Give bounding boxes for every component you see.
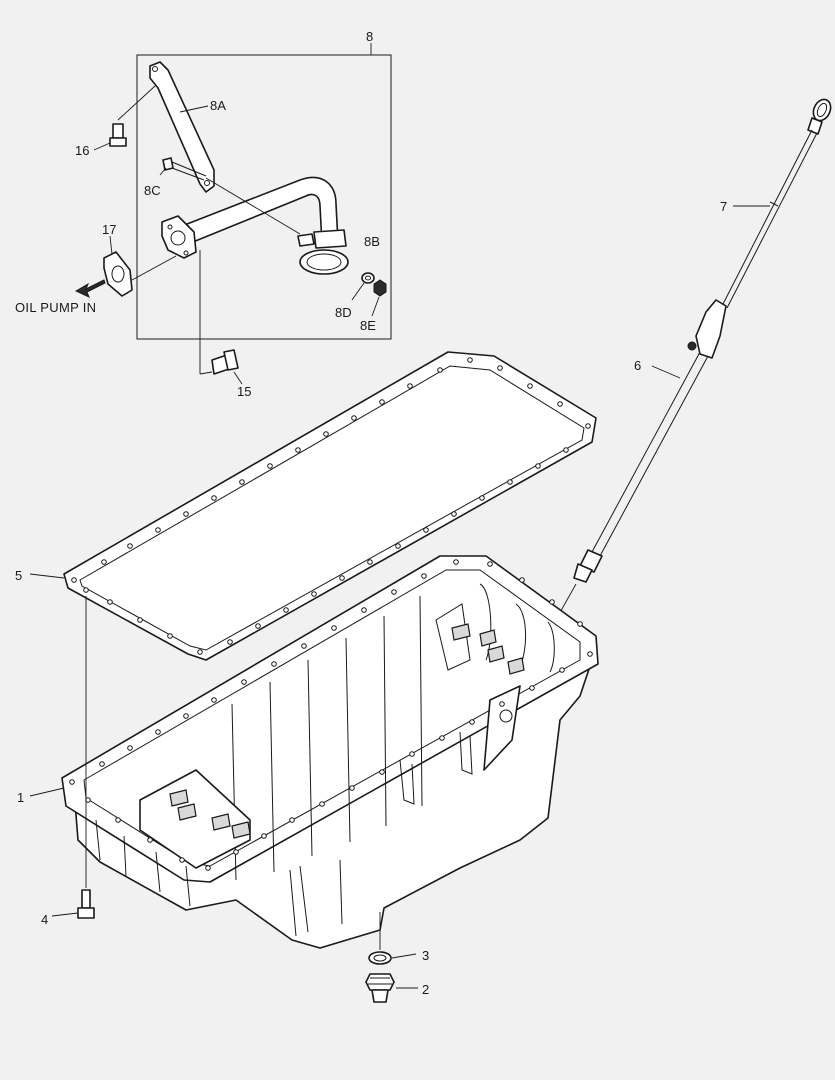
washer-8D [351, 272, 375, 301]
oil-pickup-tube-8 [161, 176, 349, 275]
callout-1: 1 [17, 790, 24, 805]
callout-8D: 8D [335, 305, 352, 320]
gasket-17 [103, 235, 177, 297]
bolt-8C [159, 157, 301, 235]
pan-bolt-holes [69, 559, 593, 871]
oil-pan-gasket-5 [29, 351, 597, 661]
drain-plug-2 [365, 973, 418, 1003]
callout-8A: 8A [210, 98, 226, 113]
assembly-8-frame [136, 43, 392, 340]
bracket-8A [149, 61, 215, 193]
callout-8C: 8C [144, 183, 161, 198]
callout-8E: 8E [360, 318, 376, 333]
bolt-16 [93, 85, 156, 151]
callout-8B: 8B [364, 234, 380, 249]
bolt-4 [51, 889, 95, 919]
bolt-15 [199, 250, 243, 385]
callout-5: 5 [15, 568, 22, 583]
dipstick-guide-tube-6 [503, 299, 727, 713]
seal-ring-3 [368, 912, 417, 965]
callout-8: 8 [366, 29, 373, 44]
callout-2: 2 [422, 982, 429, 997]
callout-16: 16 [75, 143, 89, 158]
callout-4: 4 [41, 912, 48, 927]
callout-3: 3 [422, 948, 429, 963]
callout-6: 6 [634, 358, 641, 373]
callout-15: 15 [237, 384, 251, 399]
oil-pan-1 [29, 555, 599, 949]
callout-7: 7 [720, 199, 727, 214]
oil-pump-in-arrow [74, 279, 106, 298]
oil-pump-in-label: OIL PUMP IN [15, 300, 96, 315]
gasket-bolt-holes [71, 357, 591, 655]
callout-17: 17 [102, 222, 116, 237]
dipstick-7 [721, 98, 832, 309]
nut-8E [371, 279, 387, 317]
